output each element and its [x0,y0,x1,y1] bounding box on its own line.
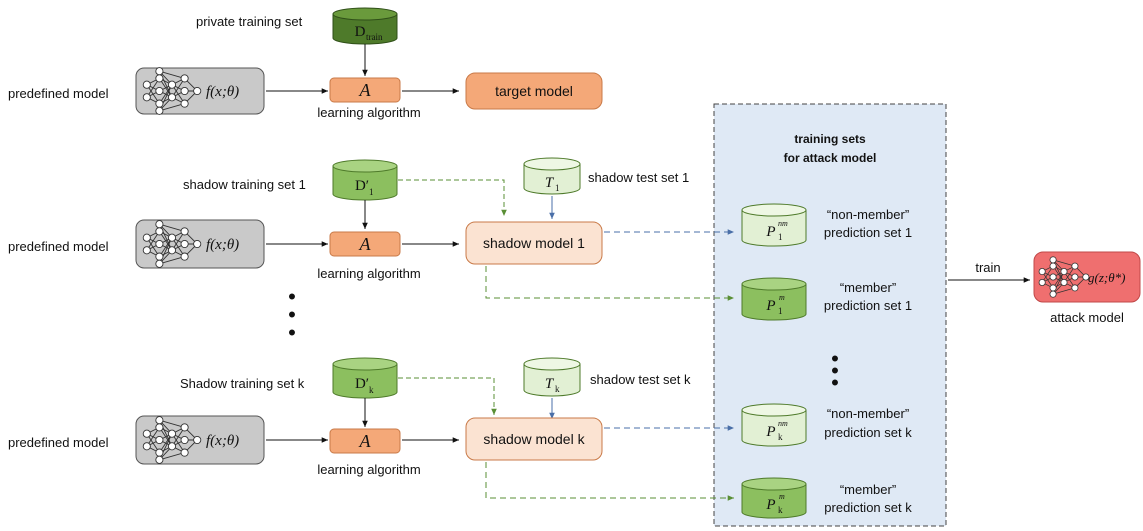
shadow1-test-subscript: 1 [555,183,560,193]
shadow-training-set-1-cylinder: D′ 1 [332,159,398,201]
model-func-k: f(x;θ) [206,433,239,449]
non-member-prediction-set-k: P k nm [741,403,807,447]
private-training-set-label: private training set [196,14,303,29]
nmk-line1: “non-member” [827,406,909,421]
mk-line1: “member” [840,482,896,497]
m1-subscript: 1 [778,306,783,316]
shadow-model-1-box [465,221,603,265]
train-label: train [975,260,1000,275]
nmk-superscript: nm [778,419,788,428]
ellipsis-dot: • [831,370,839,395]
shadow-training-set-1-label: shadow training set 1 [183,177,306,192]
learning-algorithm-top [329,77,401,103]
shadowk-test-subscript: k [555,384,560,394]
private-training-set-cylinder: D train [332,7,398,45]
shadowk-train-symbol: D′ [355,376,369,392]
nm1-subscript: 1 [778,232,783,242]
private-set-symbol: D [355,24,366,40]
algo-symbol-1: A [359,234,372,254]
member-prediction-set-1: P 1 m [741,277,807,321]
nm1-superscript: nm [778,219,788,228]
algo-symbol-top: A [359,80,372,100]
algo-symbol-k: A [359,431,372,451]
panel-title-line1: training sets [794,132,866,146]
shadowk-test-symbol: T [545,376,555,392]
shadow1-test-symbol: T [545,175,555,191]
shadow-model-k-label: shadow model k [483,431,585,447]
mk-line2: prediction set k [824,500,912,515]
shadow-test-set-k-cylinder: T k [523,357,581,397]
m1-symbol: P [765,298,775,314]
ellipsis-dot: • [831,358,839,383]
mk-symbol: P [765,497,775,513]
mk-superscript: m [779,492,785,501]
predefined-model-k: f(x;θ) [135,415,265,465]
private-set-subscript: train [366,32,383,42]
predefined-model-top: f(x;θ) [135,67,265,115]
target-model-label: target model [495,83,573,99]
learning-algorithm-label-1: learning algorithm [317,266,420,281]
nm1-symbol: P [765,224,775,240]
ellipsis-dot: • [831,346,839,371]
ellipsis-dot: • [288,284,296,309]
shadowk-train-subscript: k [369,385,374,395]
shadow-training-set-k-cylinder: D′ k [332,357,398,399]
predefined-model-label-1: predefined model [8,239,109,254]
m1-line2: prediction set 1 [824,298,912,313]
nmk-line2: prediction set k [824,425,912,440]
attack-func: g(z;θ*) [1088,270,1125,285]
shadow1-train-subscript: 1 [369,187,374,197]
learning-algorithm-label-top: learning algorithm [317,105,420,120]
shadow-training-set-k-label: Shadow training set k [180,376,305,391]
attack-model-box: g(z;θ*) [1033,251,1141,303]
learning-algorithm-k [329,428,401,454]
shadow-test-set-1-cylinder: T 1 [523,157,581,195]
shadow-model-k-box [465,417,603,461]
model-func-1: f(x;θ) [206,237,239,253]
ellipsis-dot: • [288,302,296,327]
shadow-test-set-1-label: shadow test set 1 [588,170,689,185]
member-prediction-set-k: P k m [741,477,807,519]
shadow1-train-symbol: D′ [355,178,369,194]
target-model-box [465,72,603,110]
non-member-prediction-set-1: P 1 nm [741,203,807,247]
m1-line1: “member” [840,280,896,295]
nmk-subscript: k [778,432,783,442]
predefined-model-label-top: predefined model [8,86,109,101]
learning-algorithm-1 [329,231,401,257]
shadow-test-set-k-label: shadow test set k [590,372,691,387]
shadow-model-1-label: shadow model 1 [483,235,585,251]
panel-title-line2: for attack model [784,151,877,165]
m1-superscript: m [779,293,785,302]
predefined-model-label-k: predefined model [8,435,109,450]
model-func-top: f(x;θ) [206,84,239,100]
attack-model-label: attack model [1050,310,1124,325]
learning-algorithm-label-k: learning algorithm [317,462,420,477]
predefined-model-1: f(x;θ) [135,219,265,269]
nm1-line1: “non-member” [827,207,909,222]
nm1-line2: prediction set 1 [824,225,912,240]
mk-subscript: k [778,505,783,515]
nmk-symbol: P [765,424,775,440]
ellipsis-dot: • [288,320,296,345]
